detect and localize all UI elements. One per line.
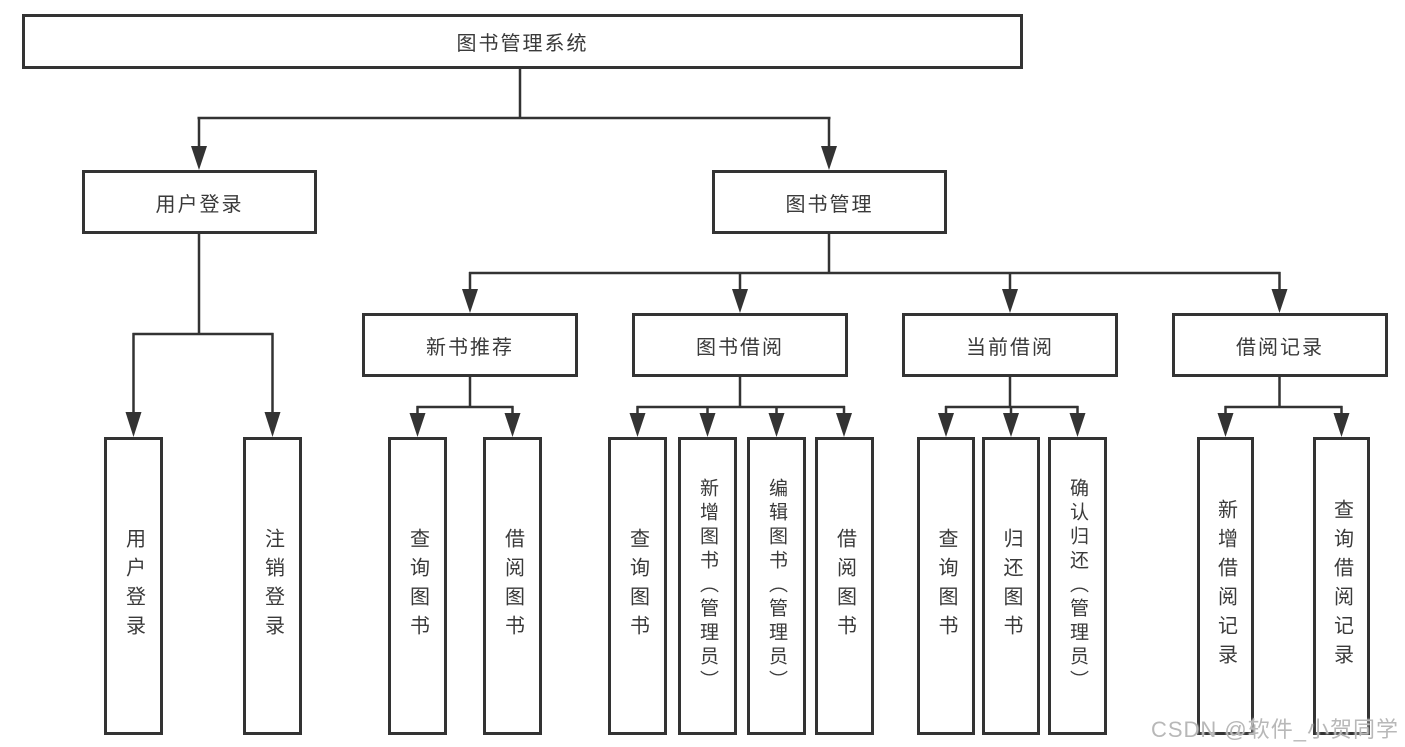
- node-borrow-records: 借阅记录: [1172, 313, 1388, 377]
- node-query-books-current: 查询图书: [917, 437, 975, 735]
- watermark: CSDN @软件_小贺同学: [1150, 717, 1399, 742]
- node-label: 查询图书: [935, 528, 957, 644]
- node-borrow-books: 借阅图书: [815, 437, 874, 735]
- node-add-borrow-record: 新增借阅记录: [1197, 437, 1254, 735]
- node-label: 编辑图书（管理员）: [766, 478, 787, 694]
- node-label: 新增图书（管理员）: [697, 478, 718, 694]
- node-book-borrow: 图书借阅: [632, 313, 848, 377]
- node-label: 查询图书: [406, 528, 429, 644]
- node-label: 借阅图书: [501, 528, 524, 644]
- node-label: 确认归还（管理员）: [1067, 478, 1088, 694]
- node-query-books-recommend: 查询图书: [388, 437, 447, 735]
- node-query-borrow-record: 查询借阅记录: [1313, 437, 1370, 735]
- node-label: 当前借阅: [966, 336, 1054, 359]
- node-label: 新增借阅记录: [1214, 499, 1237, 673]
- node-edit-books-admin: 编辑图书（管理员）: [747, 437, 806, 735]
- node-label: 注销登录: [261, 528, 284, 644]
- node-label: 借阅图书: [833, 528, 856, 644]
- node-label: 查询借阅记录: [1330, 499, 1353, 673]
- node-new-book-recommend: 新书推荐: [362, 313, 578, 377]
- node-label: 图书管理: [785, 193, 874, 216]
- node-label: 归还图书: [1000, 528, 1022, 644]
- node-label: 用户登录: [122, 528, 145, 644]
- node-label: 查询图书: [626, 528, 649, 644]
- node-user-login-leaf: 用户登录: [104, 437, 163, 735]
- node-label: 图书管理系统: [456, 33, 589, 55]
- node-library-management-system: 图书管理系统: [22, 14, 1023, 69]
- node-label: 用户登录: [155, 193, 244, 216]
- arrowheads: [125, 146, 1350, 437]
- node-label: 图书借阅: [696, 336, 784, 359]
- node-confirm-return-admin: 确认归还（管理员）: [1048, 437, 1107, 735]
- node-return-books: 归还图书: [982, 437, 1040, 735]
- node-borrow-books-recommend: 借阅图书: [483, 437, 542, 735]
- node-add-books-admin: 新增图书（管理员）: [678, 437, 737, 735]
- node-label: 新书推荐: [426, 336, 514, 359]
- node-logout: 注销登录: [243, 437, 302, 735]
- node-user-login: 用户登录: [82, 170, 317, 234]
- node-label: 借阅记录: [1236, 336, 1324, 359]
- node-query-books-borrow: 查询图书: [608, 437, 667, 735]
- node-book-management: 图书管理: [712, 170, 947, 234]
- node-current-borrow: 当前借阅: [902, 313, 1118, 377]
